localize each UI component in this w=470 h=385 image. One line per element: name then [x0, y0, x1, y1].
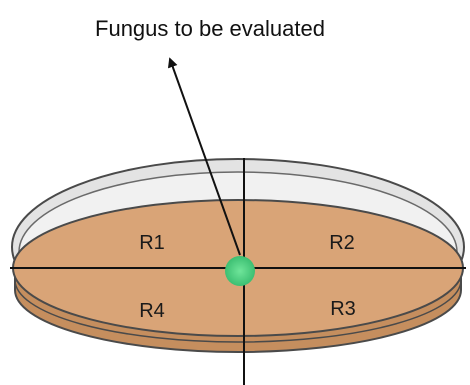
region-label-r2: R2 [329, 232, 355, 254]
fungus-spot-icon [225, 256, 255, 286]
region-label-r4: R4 [139, 300, 165, 322]
annotation-label: Fungus to be evaluated [95, 16, 325, 41]
region-label-r1: R1 [139, 232, 165, 254]
region-label-r3: R3 [330, 298, 356, 320]
